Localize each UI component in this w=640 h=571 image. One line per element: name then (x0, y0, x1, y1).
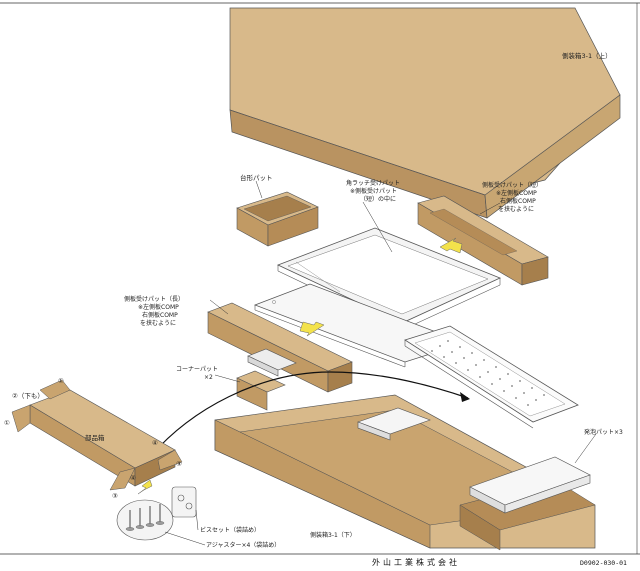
perforated-panel (404, 325, 579, 429)
label-side-pad-long-note1: ※左側板COMP (138, 303, 179, 311)
yellow-arrow-long (299, 321, 325, 337)
yellow-arrow-parts (137, 479, 153, 495)
company-name: 外山工業株式会社 (372, 557, 460, 567)
label-side-pad-long-note3: を挟むように (140, 319, 176, 327)
parts-box (11, 379, 183, 491)
adjuster-bag (116, 499, 174, 541)
label-corner-latch-pad-note2: （短）の中に (360, 195, 396, 203)
step-3-right: ③ (176, 460, 182, 468)
placement-arrow (151, 371, 469, 456)
label-adjuster: アジャスター×4（袋詰め） (206, 541, 280, 549)
label-side-pad-short-note2: 右側板COMP (500, 197, 536, 205)
perforation-holes (431, 340, 545, 406)
fold-down-note: ②（下も） (12, 392, 44, 400)
label-top-box: 側装箱3-1（上） (562, 51, 612, 60)
step-4-lower: ④ (130, 474, 136, 482)
yellow-arrow-short (439, 237, 463, 254)
label-side-pad-short: 側板受けパット（短） (482, 181, 542, 189)
corner-pad (236, 348, 297, 411)
side-pad-short (417, 195, 549, 286)
screw-set-bag (171, 486, 197, 518)
label-corner-latch-pad-note: ※側板受けパット (350, 187, 397, 195)
step-1-top: ① (58, 377, 64, 385)
label-foam-pad: 発泡パット×3 (584, 428, 623, 436)
label-corner-pad-qty: ×2 (204, 374, 213, 381)
label-side-pad-short-note1: ※左側板COMP (496, 189, 537, 197)
label-side-pad-long-note2: 右側板COMP (142, 311, 178, 319)
square-pad (236, 191, 319, 247)
label-side-pad-long: 側板受けパット（長） (124, 295, 184, 303)
label-corner-pad: コーナーパット (176, 366, 218, 373)
step-1-left: ① (4, 419, 10, 427)
label-side-pad-short-note3: を挟むように (498, 205, 534, 213)
label-corner-latch-pad: 角ラッチ受けパット (346, 179, 400, 187)
label-screw-set: ビスセット（袋詰め） (200, 526, 260, 534)
placement-arrow-head (460, 392, 470, 402)
leader-lines (164, 180, 597, 546)
top-box-lid (229, 7, 621, 219)
step-3-bottom: ③ (112, 492, 118, 500)
drawing-number: D0902-030-01 (580, 559, 627, 567)
foam-pad (357, 407, 591, 514)
step-4-upper: ④ (152, 439, 158, 447)
label-parts-box: 部品箱 (85, 433, 105, 442)
label-square-pad: 台形パット (240, 173, 273, 182)
side-panel-frame (276, 227, 502, 331)
label-bottom-box: 側装箱3-1（下） (310, 531, 356, 539)
